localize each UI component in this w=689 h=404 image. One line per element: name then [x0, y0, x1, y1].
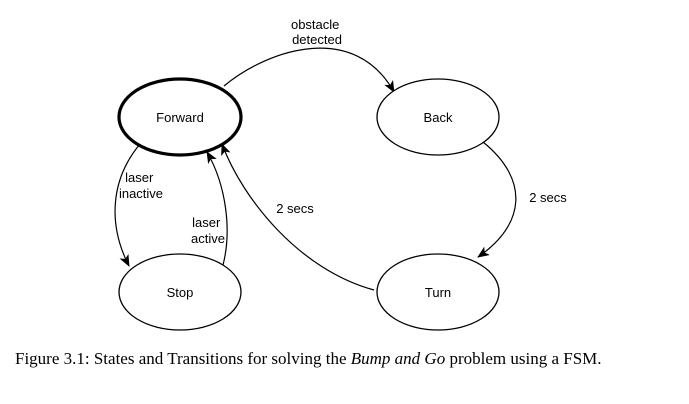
state-stop: Stop [118, 253, 242, 331]
caption-prefix: Figure 3.1: States and Transitions for s… [15, 349, 351, 368]
caption-suffix: problem using a FSM. [445, 349, 602, 368]
caption-emphasis: Bump and Go [350, 349, 446, 368]
state-label-back: Back [424, 110, 453, 125]
transition-turn-to-forward [221, 143, 375, 291]
transition-forward-to-back [223, 47, 395, 93]
state-turn: Turn [376, 253, 500, 331]
transition-stop-to-forward [206, 151, 228, 266]
transition-label-2-secs-back-turn: 2 secs [529, 190, 567, 205]
transition-back-to-turn [477, 141, 517, 258]
transition-label-obstacle-detected: obstacle detected [291, 17, 343, 47]
transition-label-laser-active: laser active [191, 215, 225, 246]
transition-label-2-secs-turn-forward: 2 secs [276, 201, 314, 216]
state-label-stop: Stop [167, 285, 194, 300]
state-forward: Forward [117, 77, 243, 157]
state-label-forward: Forward [156, 110, 204, 125]
state-back: Back [376, 78, 500, 156]
transition-label-laser-inactive: laser inactive [119, 170, 163, 201]
fsm-diagram: obstacle detected 2 secs 2 secs laser in… [114, 17, 567, 331]
figure-caption: Figure 3.1: States and Transitions for s… [15, 348, 675, 369]
transition-forward-to-stop [114, 143, 141, 267]
state-label-turn: Turn [425, 285, 451, 300]
